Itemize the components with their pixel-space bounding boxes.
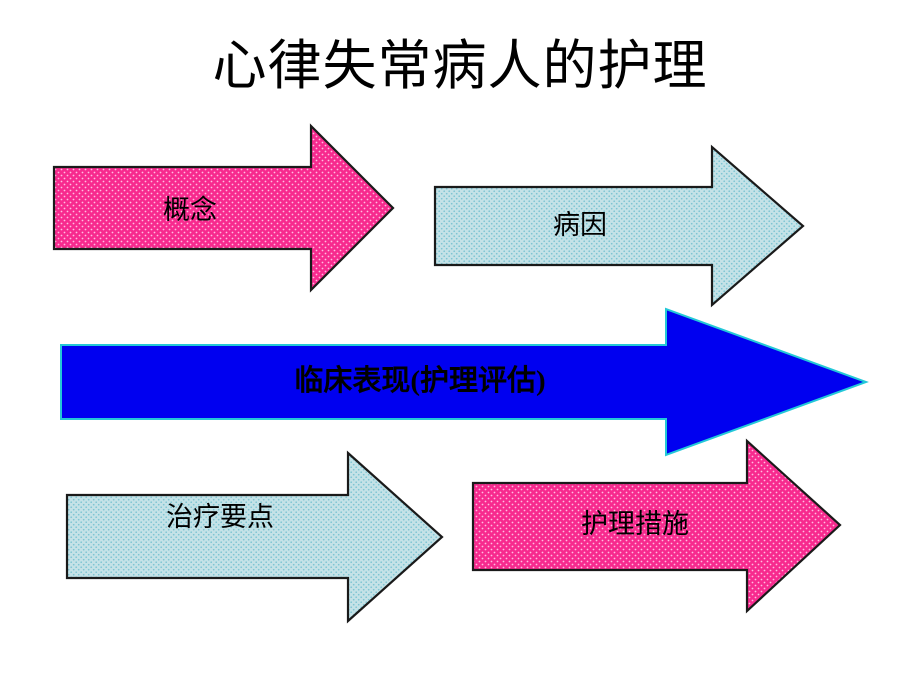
arrow-shape-treatment-points[interactable] <box>60 446 450 626</box>
arrow-shape-concept[interactable] <box>48 120 400 296</box>
page-title: 心律失常病人的护理 <box>212 36 708 96</box>
arrow-shape-clinical-manifestation[interactable] <box>54 302 874 464</box>
arrow-shape-nursing-measures[interactable] <box>466 434 848 618</box>
arrow-shape-etiology[interactable] <box>428 140 810 312</box>
